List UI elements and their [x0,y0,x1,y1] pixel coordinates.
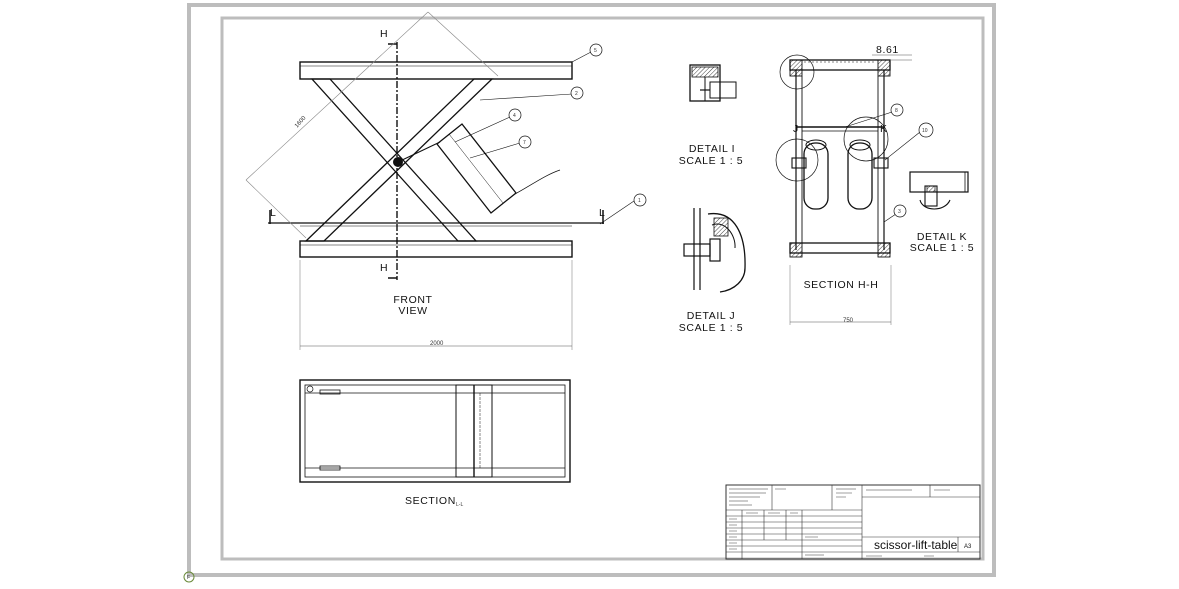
svg-text:7: 7 [523,140,526,146]
section-marker-h-bottom: H [380,262,388,274]
svg-text:2: 2 [575,91,578,97]
title-block [725,484,981,560]
balloon-2: 2 [570,86,584,100]
arm-dim-line [245,11,429,181]
detail-j-callout [775,138,819,182]
balloon-5: 5 [589,43,603,57]
section-ll-suffix: L-L [456,502,463,508]
front-view [245,11,635,350]
sheet-size: A3 [964,544,972,550]
svg-text:4: 4 [513,113,516,119]
svg-text:8: 8 [895,108,898,114]
detail-i-title: DETAIL I [689,143,735,155]
balloon-1: 1 [633,193,647,207]
detail-j-title: DETAIL J [687,310,736,322]
svg-text:5: 5 [594,48,597,54]
section-hh-label: SECTION H-H [804,279,879,291]
svg-text:1: 1 [638,198,641,204]
balloon-4: 4 [508,108,522,122]
section-marker-k: K [880,123,888,135]
arm-dim-value: 1600 [294,115,308,129]
inner-border [220,16,985,561]
balloon-7: 7 [518,135,532,149]
section-hh-view [775,54,921,325]
svg-text:3: 3 [898,209,901,215]
balloon-10: 10 [918,122,934,138]
detail-k-scale: SCALE 1 : 5 [910,242,974,254]
section-marker-l-left: L [270,207,276,219]
detail-k-callout [843,116,889,162]
svg-text:10: 10 [922,128,928,134]
drawing-name: scissor-lift-table [874,538,958,552]
balloon-corner: F [187,575,190,581]
outer-border [187,3,996,577]
detail-i-view [689,64,737,102]
section-marker-j: J [793,123,799,135]
top-platform [299,61,573,80]
balloon-3: 3 [893,204,907,218]
section-ll-label: SECTION [405,495,456,507]
detail-k-title: DETAIL K [917,231,967,243]
scissor-arm-a [310,78,478,242]
detail-j-scale: SCALE 1 : 5 [679,322,743,334]
section-ll-view [299,379,571,483]
section-marker-l-right: L [599,207,605,219]
hydraulic-cylinder [436,123,517,214]
detail-j-view [683,208,746,293]
length-dim-value: 2000 [430,341,444,347]
front-view-label-2: VIEW [398,305,427,317]
sheet-origin-marker [183,571,195,583]
detail-i-callout [779,54,815,90]
scissor-arm-b [304,78,494,242]
detail-i-scale: SCALE 1 : 5 [679,155,743,167]
base-frame [299,240,573,258]
top-offset-dim: 8.61 [876,44,899,56]
front-view-label-1: FRONT [393,294,432,306]
hose [514,169,561,195]
detail-k-view [909,171,969,210]
section-width-dim-value: 750 [843,318,854,324]
title-block-fine-print [729,488,950,557]
balloon-8: 8 [890,103,904,117]
section-marker-h-top: H [380,28,388,40]
